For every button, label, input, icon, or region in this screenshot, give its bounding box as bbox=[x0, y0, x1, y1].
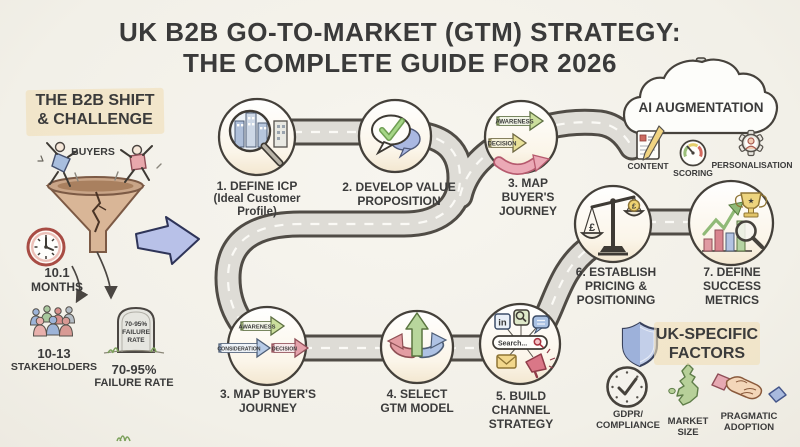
svg-text:£: £ bbox=[632, 202, 637, 211]
step-3-bottom-label-line2: JOURNEY bbox=[238, 401, 298, 415]
awareness-label: AWARENESS bbox=[495, 120, 533, 126]
uk-shield-icon bbox=[621, 321, 659, 368]
gtm-model-arrows-icon bbox=[386, 312, 448, 359]
uk-item-pragmatic-line2: ADOPTION bbox=[723, 422, 775, 433]
trophy-icon: ★ bbox=[734, 192, 768, 218]
step-2-label-line1: 2. DEVELOP VALUE bbox=[342, 180, 456, 194]
journey-arrows-top-icon: AWARENESS DECISION bbox=[487, 110, 551, 175]
svg-text:DECISION: DECISION bbox=[272, 346, 297, 352]
step-1-sub1: (Ideal Customer bbox=[213, 193, 301, 205]
ai-section-title: AI AUGMENTATION bbox=[638, 100, 764, 115]
uk-heading-line1: UK-SPECIFIC bbox=[655, 326, 759, 343]
uk-item-pragmatic-line1: PRAGMATIC bbox=[720, 411, 778, 422]
uk-heading-highlight bbox=[654, 322, 760, 365]
linkedin-icon bbox=[494, 313, 511, 330]
uk-item-market-line1: MARKET bbox=[667, 416, 709, 427]
step-3-top-label-line1: 3. MAP bbox=[507, 176, 549, 190]
svg-text:CONSIDERATION: CONSIDERATION bbox=[217, 346, 260, 352]
journey-arrows-bottom-icon: AWARENESS CONSIDERATION DECISION bbox=[217, 315, 310, 359]
page-title-line1: UK B2B GO-TO-MARKET (GTM) STRATEGY: bbox=[118, 17, 682, 47]
step-3-top-label-line2: BUYER'S bbox=[501, 190, 555, 204]
stakeholders-label: STAKEHOLDERS bbox=[10, 361, 98, 373]
step-7-label-line1: 7. DEFINE bbox=[703, 265, 761, 279]
magnifier-icon bbox=[735, 220, 764, 249]
clock-icon bbox=[26, 227, 66, 267]
personalisation-icon bbox=[738, 129, 764, 157]
gdpr-compliance-icon bbox=[606, 366, 648, 408]
step-5-label-line1: 5. BUILD bbox=[495, 389, 547, 403]
search-input: Search... bbox=[498, 341, 527, 348]
step-4-label-line1: 4. SELECT bbox=[386, 387, 448, 401]
failure-value: 70-95% bbox=[111, 362, 157, 377]
funnel-illustration bbox=[45, 176, 146, 253]
ai-item-content: CONTENT bbox=[627, 161, 669, 171]
buyers-label: BUYERS bbox=[71, 146, 115, 158]
step-1-label: 1. DEFINE ICP bbox=[216, 179, 298, 193]
uk-item-gdpr-line1: GDPR/ bbox=[612, 409, 644, 420]
step-5-label-line2: CHANNEL bbox=[491, 403, 551, 417]
svg-text:RATE: RATE bbox=[127, 337, 145, 344]
failure-label: FAILURE RATE bbox=[94, 377, 174, 389]
stakeholders-value: 10-13 bbox=[37, 346, 71, 361]
stakeholders-icon bbox=[29, 305, 76, 337]
channel-hub-icon: Search... in bbox=[492, 309, 556, 379]
step-5-label-line3: STRATEGY bbox=[488, 417, 554, 431]
svg-text:AWARENESS: AWARENESS bbox=[238, 325, 275, 331]
pound-symbol: £ bbox=[589, 222, 595, 234]
left-heading-line1: THE B2B SHIFT bbox=[35, 92, 155, 109]
step-3-top-label-line3: JOURNEY bbox=[498, 204, 558, 218]
pointer-arrows bbox=[71, 251, 118, 304]
grass-tuft bbox=[116, 435, 131, 442]
months-label: MONTHS bbox=[31, 280, 83, 294]
megaphone-icon bbox=[525, 348, 556, 379]
step-7-label-line3: METRICS bbox=[705, 293, 759, 307]
chat-icon bbox=[532, 315, 550, 335]
success-metrics-icon: ★ bbox=[702, 192, 768, 252]
step-6-label-line3: POSITIONING bbox=[576, 293, 656, 307]
step-6-label-line1: 6. ESTABLISH bbox=[575, 265, 657, 279]
scoring-gauge-icon bbox=[679, 139, 707, 167]
page-title-line2: THE COMPLETE GUIDE FOR 2026 bbox=[183, 48, 617, 78]
step-1-sub2: Profile) bbox=[237, 206, 277, 218]
icp-magnifier-icon bbox=[228, 109, 288, 167]
email-icon bbox=[496, 354, 517, 369]
svg-text:in: in bbox=[498, 318, 507, 329]
step-2-label-line2: PROPOSITION bbox=[357, 194, 441, 208]
ai-item-personalisation: PERSONALISATION bbox=[711, 160, 793, 170]
pricing-scale-icon: £ £ bbox=[579, 195, 646, 256]
months-value: 10.1 bbox=[44, 265, 70, 280]
uk-heading-line2: FACTORS bbox=[668, 345, 746, 362]
uk-item-market-line2: SIZE bbox=[677, 427, 699, 438]
value-prop-icon bbox=[371, 114, 421, 159]
step-3-bottom-label-line1: 3. MAP BUYER'S bbox=[220, 387, 316, 401]
tombstone-text: 70-95% bbox=[125, 321, 148, 328]
tombstone-icon: 70-95% FAILURE RATE bbox=[103, 306, 165, 354]
left-heading-line2: & CHALLENGE bbox=[37, 111, 153, 128]
handshake-icon bbox=[711, 373, 787, 403]
buyer-figure-right bbox=[74, 144, 162, 183]
uk-item-gdpr-line2: COMPLIANCE bbox=[596, 420, 660, 431]
step-6-label-line2: PRICING & bbox=[584, 279, 648, 293]
content-icon bbox=[636, 125, 665, 161]
buyer-figure-left bbox=[37, 141, 78, 187]
step-4-label-line2: GTM MODEL bbox=[380, 401, 454, 415]
svg-text:★: ★ bbox=[748, 197, 755, 205]
shift-arrow-icon bbox=[135, 216, 200, 265]
uk-map-icon bbox=[668, 363, 699, 406]
ai-item-scoring: SCORING bbox=[673, 168, 713, 178]
step-7-label-line2: SUCCESS bbox=[702, 279, 762, 293]
decision-label: DECISION bbox=[487, 142, 516, 148]
ai-cloud bbox=[622, 57, 779, 135]
svg-text:FAILURE: FAILURE bbox=[122, 329, 150, 336]
